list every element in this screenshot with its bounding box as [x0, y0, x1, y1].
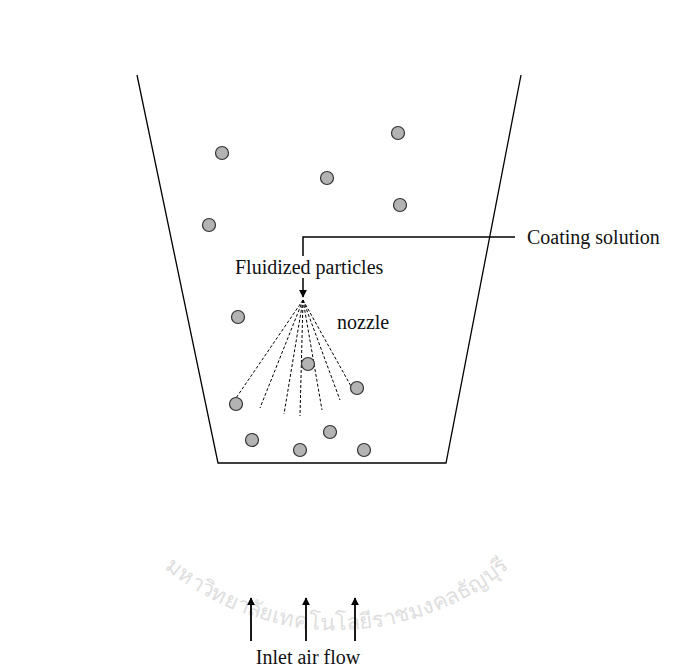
- label-holder: Coating solution: [527, 226, 660, 248]
- region-label: Fluidized particles: [232, 256, 386, 278]
- flow-label: Inlet air flow: [256, 646, 360, 668]
- watermark-text: มหาวิทยาลัยเทคโนโลยีราชมงคลธัญบุรี: [161, 552, 512, 635]
- watermark: มหาวิทยาลัยเทคโนโลยีราชมงคลธัญบุรี: [67, 360, 607, 635]
- part-label: nozzle: [337, 311, 389, 333]
- particle: [203, 127, 407, 457]
- airflow-arrow: [251, 598, 355, 641]
- label-holder: Inlet air flow: [256, 646, 360, 668]
- spray-cone: [236, 300, 352, 416]
- label-holder: nozzle: [337, 311, 389, 333]
- inlet-label: Coating solution: [527, 226, 660, 248]
- label-holder: Fluidized particles: [232, 256, 386, 278]
- watermark-text: มหาวิทยาลัยเทคโนโลยีราชมงคลธัญบุรี: [161, 552, 512, 635]
- vessel-wall: [137, 75, 521, 463]
